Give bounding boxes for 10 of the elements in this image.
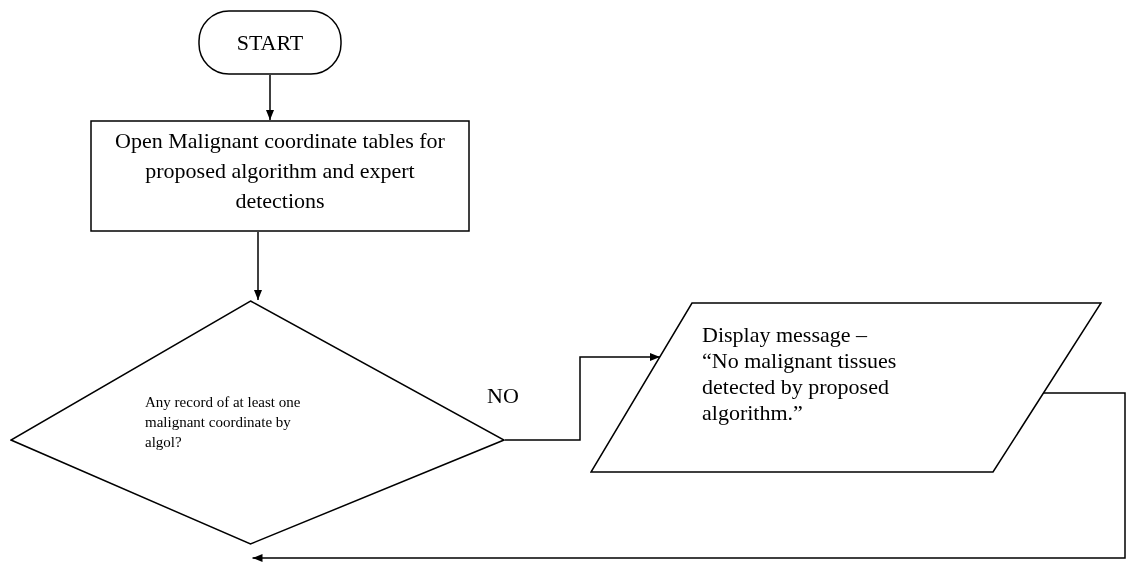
node-text: Open Malignant coordinate tables for proposed algorithm and expert detections	[114, 127, 446, 215]
process-box	[90, 120, 470, 232]
arrow	[266, 74, 274, 121]
arrow	[254, 231, 262, 301]
node-text: Display message – “No malignant tissues detected by proposed algorithm.”	[702, 322, 898, 426]
start-terminal	[198, 10, 342, 75]
node-text: Any record of at least one malignant coordinate by algol?	[145, 393, 302, 452]
input-output-parallelogram	[590, 302, 1102, 473]
arrow	[504, 353, 661, 441]
node-text: START	[235, 29, 305, 57]
